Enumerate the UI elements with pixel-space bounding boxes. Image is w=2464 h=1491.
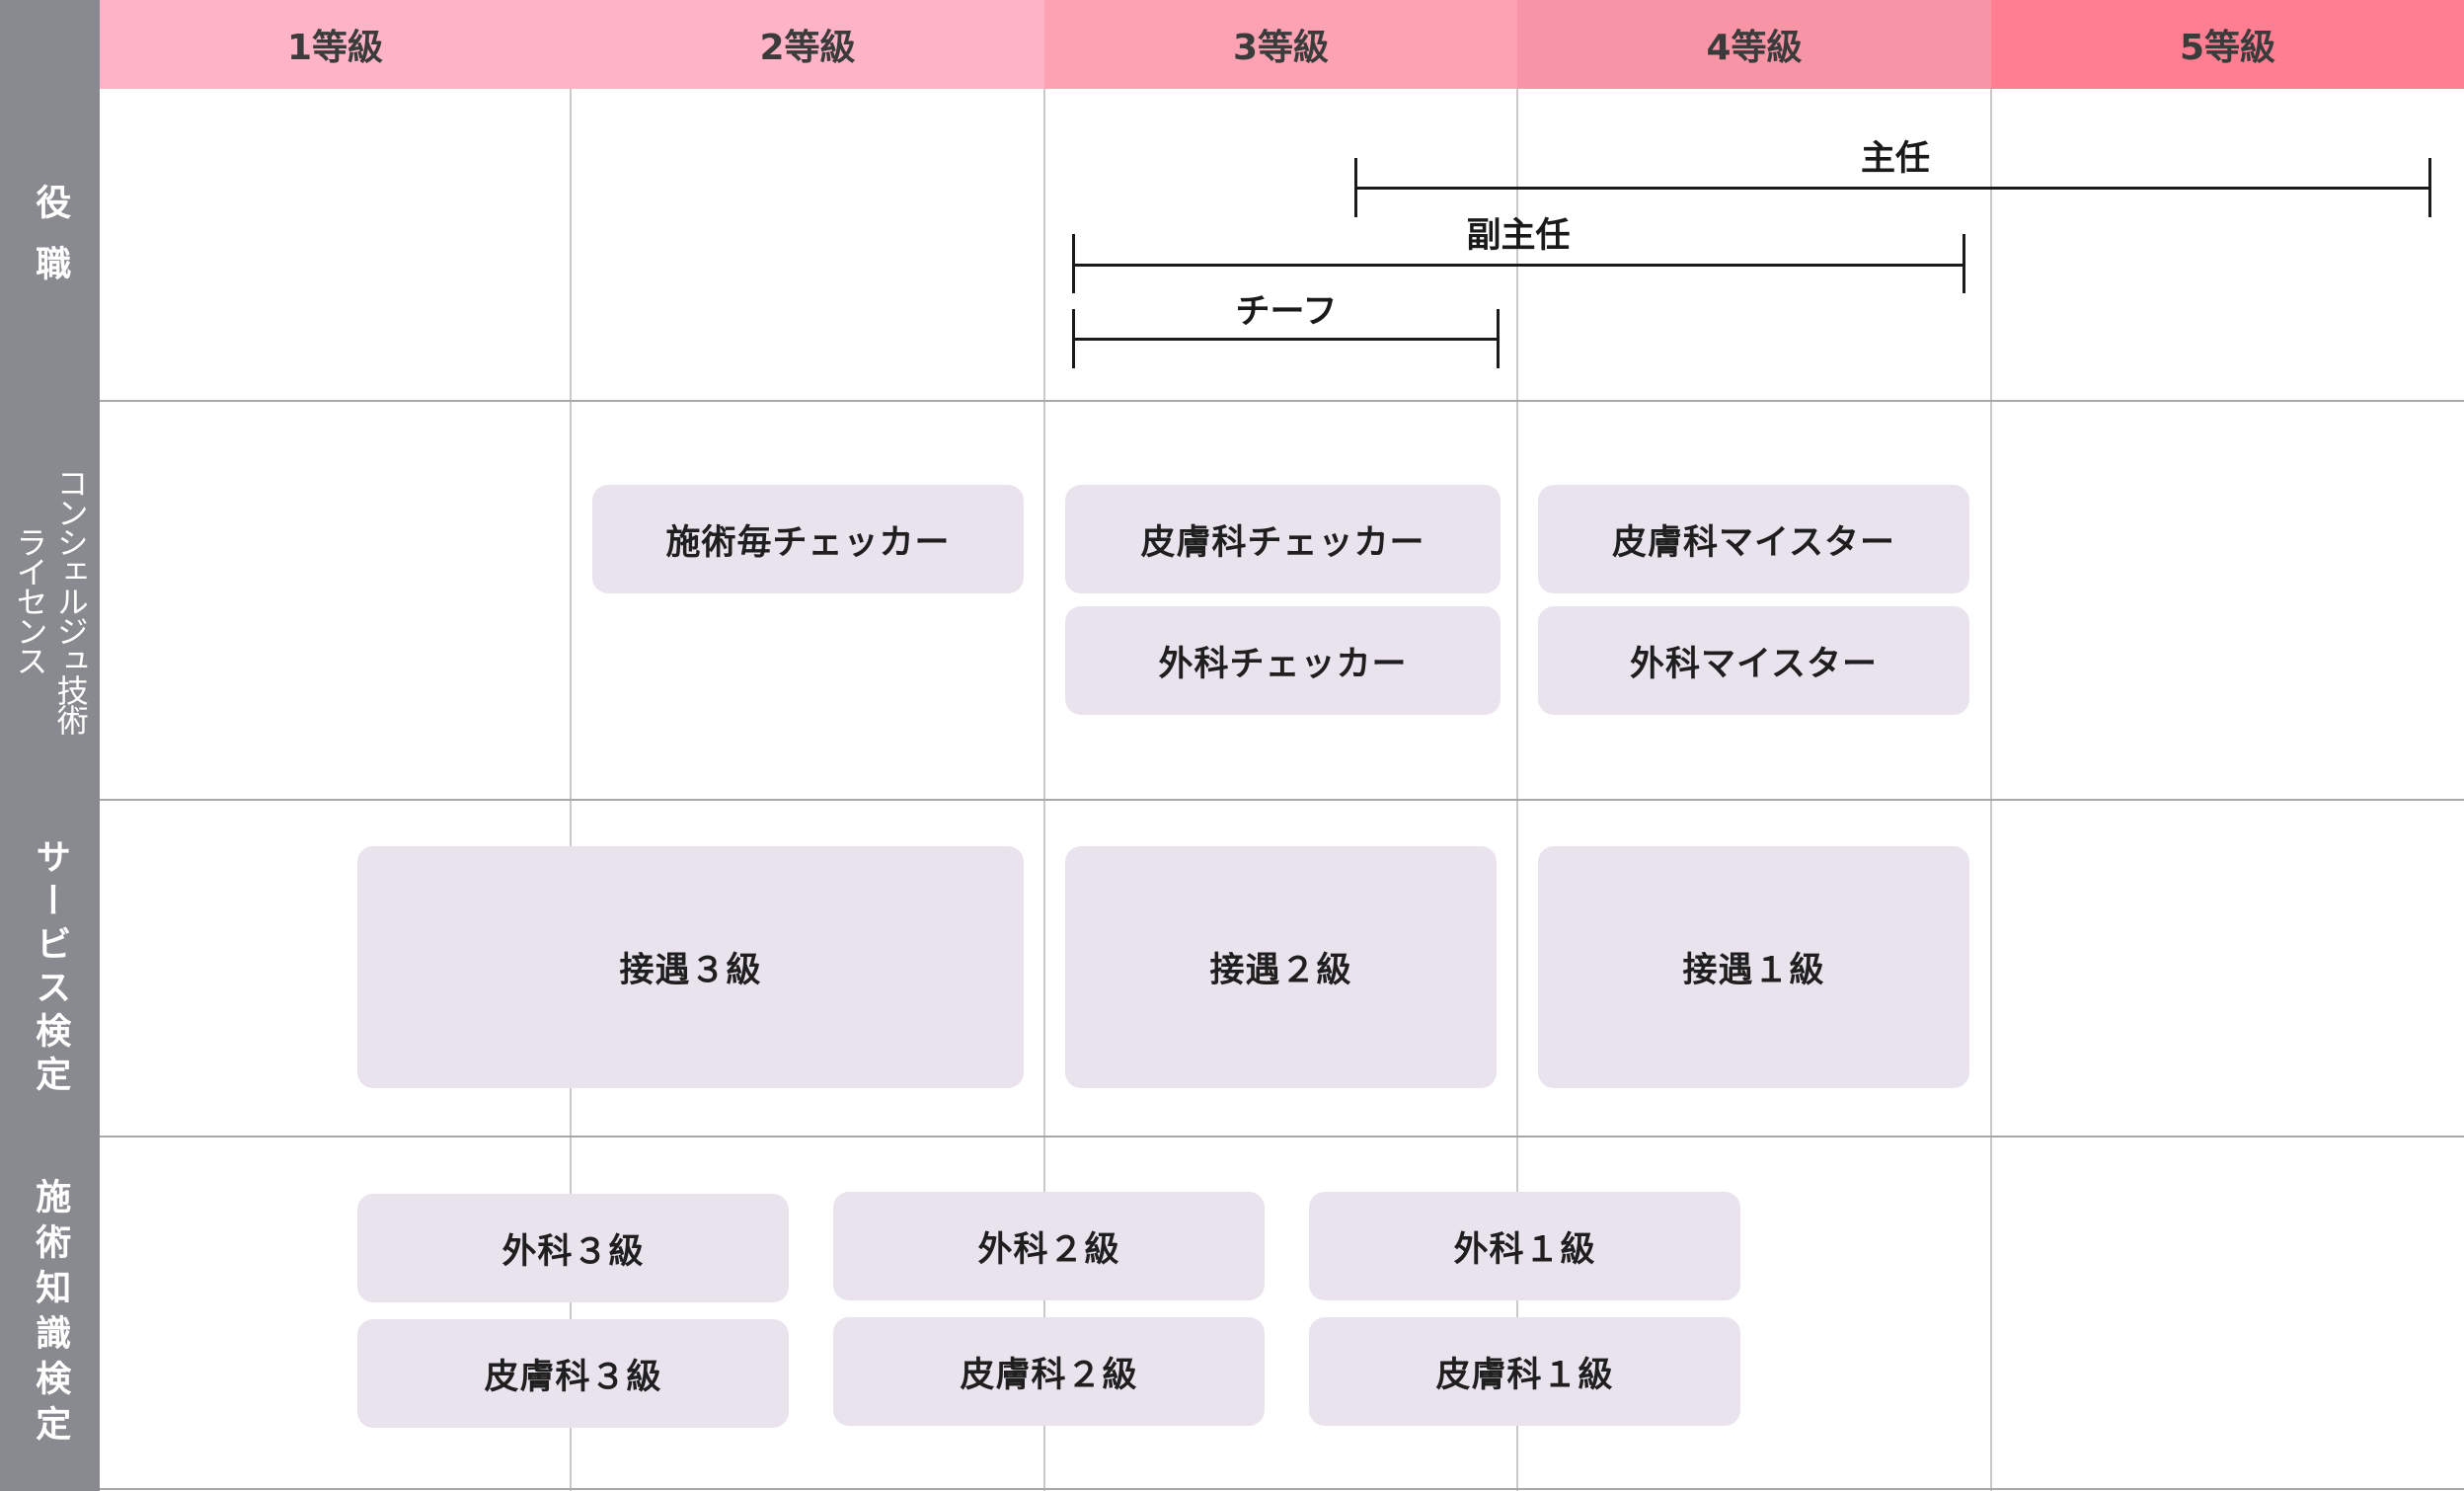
grid-hline-1 [100,400,2464,402]
position-tick-chief-left [1072,309,1075,368]
grid-hline-4 [100,1488,2464,1490]
row-label-service: サービス検定 [0,800,100,1137]
position-tick-fukushunin-left [1072,234,1075,293]
grid-hline-3 [100,1136,2464,1138]
row-label-service-text: サービス検定 [30,837,71,1099]
knowledge-box-geka-2: 外科２級 [833,1192,1265,1300]
row-label-position: 役職 [0,89,100,401]
knowledge-box-hifuka-2: 皮膚科２級 [833,1317,1265,1426]
position-label-chief: チーフ [1235,292,1338,332]
grade-header-3: 3等級 [1044,0,1517,89]
license-box-geka-meister: 外科マイスター [1538,606,1969,715]
row-label-knowledge: 施術知識検定 [0,1137,100,1491]
license-box-hifuka-meister: 皮膚科マイスター [1538,485,1969,593]
position-bar-shunin [1355,187,2431,190]
position-label-fukushunin: 副主任 [1466,216,1571,256]
knowledge-box-hifuka-1: 皮膚科１級 [1309,1317,1740,1426]
row-label-license-line2: ライセンス [11,526,49,674]
row-label-knowledge-text: 施術知識検定 [30,1177,71,1451]
grade-header-5: 5等級 [1991,0,2464,89]
license-box-sejutsugoto-checker: 施術毎チェッカー [592,485,1024,593]
knowledge-box-geka-3: 外科３級 [357,1194,789,1302]
license-box-geka-checker: 外科チェッカー [1065,606,1501,715]
grade-header-1: 1等級 [100,0,571,89]
row-label-position-text: 役職 [30,184,71,306]
position-tick-chief-right [1497,309,1500,368]
grid-vline-3 [1516,89,1518,1491]
grid-vline-4 [1990,89,1992,1491]
grid-hline-2 [100,799,2464,801]
knowledge-box-hifuka-3: 皮膚科３級 [357,1319,789,1428]
row-label-license-line1: コンシェルジュ技術 [51,467,90,734]
position-bar-chief [1073,338,1500,341]
position-tick-shunin-left [1354,158,1357,217]
grade-header-4: 4等級 [1517,0,1991,89]
header-corner [0,0,100,89]
grid-vline-1 [570,89,572,1491]
knowledge-box-geka-1: 外科１級 [1309,1192,1740,1300]
service-box-setsuguu-1: 接遇１級 [1538,846,1969,1088]
license-box-hifuka-checker: 皮膚科チェッカー [1065,485,1501,593]
grade-header-2: 2等級 [571,0,1044,89]
row-label-license: ライセンス コンシェルジュ技術 [0,401,100,800]
service-box-setsuguu-3: 接遇３級 [357,846,1024,1088]
position-tick-shunin-right [2428,158,2431,217]
grid-vline-2 [1043,89,1045,1491]
position-tick-fukushunin-right [1963,234,1965,293]
service-box-setsuguu-2: 接遇２級 [1065,846,1497,1088]
position-bar-fukushunin [1073,264,1965,267]
position-label-shunin: 主任 [1860,139,1930,179]
